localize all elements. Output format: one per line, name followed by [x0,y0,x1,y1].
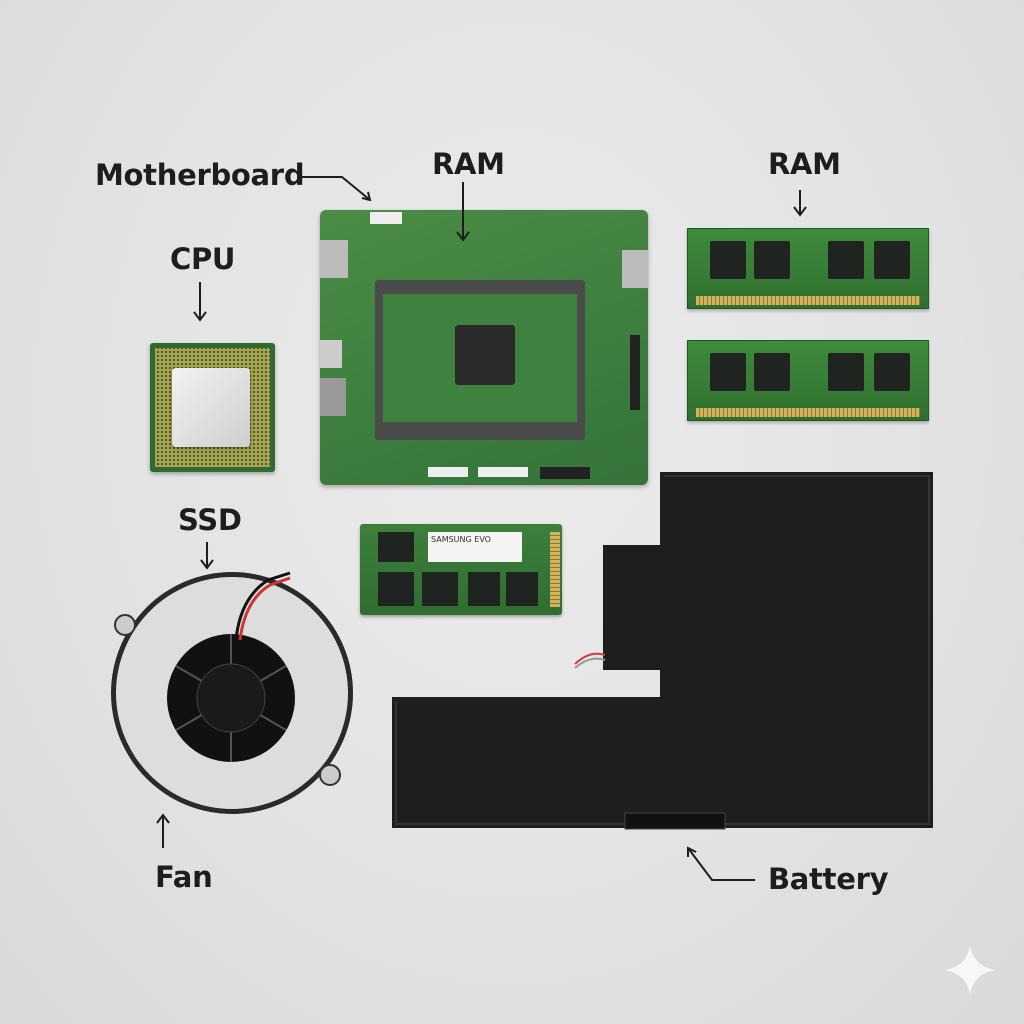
ram-stick [687,228,929,309]
connector [428,467,468,477]
ssd-contacts [550,532,560,607]
ssd: SAMSUNG EVO [360,524,562,615]
io-port [622,250,648,288]
sparkle-icon [945,945,995,995]
connector [478,467,528,477]
io-port [320,340,342,368]
chipset [455,325,515,385]
ssd-chip [468,572,500,606]
ssd-chip [506,572,538,606]
connector [630,335,640,410]
io-port [320,378,346,416]
fan [111,571,353,814]
ram-slot [375,280,585,440]
label-battery: Battery [768,862,889,896]
fan-blades [175,634,287,762]
label-ssd: SSD [178,503,242,537]
label-fan: Fan [155,860,213,894]
ssd-chip [422,572,458,606]
cpu-chip [150,343,275,472]
label-ram-right: RAM [768,147,841,181]
ram-stick [687,340,929,421]
arrow-battery [687,847,755,881]
connector [540,467,590,479]
io-port [320,240,348,278]
gold-contacts [696,296,920,305]
cpu-heat-spreader [172,368,250,447]
connector [370,212,402,224]
motherboard [320,210,648,485]
ssd-chip [378,532,414,562]
arrow-motherboard [300,176,371,201]
ssd-sticker: SAMSUNG EVO [428,532,522,562]
label-ram-center: RAM [432,147,505,181]
ssd-chip [378,572,414,606]
label-cpu: CPU [170,242,236,276]
label-motherboard: Motherboard [95,158,305,192]
gold-contacts [696,408,920,417]
